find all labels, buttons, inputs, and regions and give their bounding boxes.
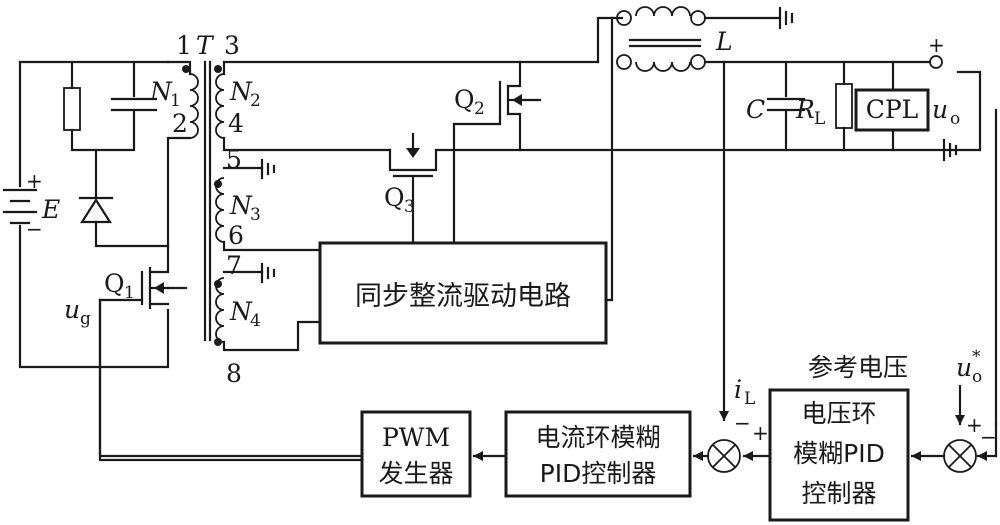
label-n1-sub: 1	[170, 91, 181, 111]
label-pin7: 7	[226, 251, 242, 280]
label-rl: R	[795, 95, 815, 124]
label-uo-ref: u	[956, 353, 972, 382]
label-n2-sub: 2	[250, 91, 261, 111]
label-pin2: 2	[172, 109, 188, 138]
label-n4-sub: 4	[250, 311, 261, 331]
output-terminals	[929, 55, 982, 162]
primary-circuit	[2, 60, 170, 369]
current-ctrl-line1: 电流环模糊	[535, 423, 660, 452]
output-capacitor	[766, 60, 806, 152]
inductor-l	[596, 6, 932, 72]
dot-pin8	[214, 338, 222, 346]
label-rl-sub: L	[814, 109, 825, 129]
dot-n1	[182, 65, 190, 73]
label-ug: u	[64, 295, 80, 324]
mosfet-q3	[388, 132, 982, 244]
label-sum2-minus: −	[980, 425, 997, 449]
label-pin4: 4	[228, 109, 244, 138]
voltage-ctrl-line1: 电压环	[801, 399, 876, 428]
label-n3-sub: 3	[250, 205, 261, 225]
cpl-load	[854, 60, 930, 152]
pwm-line1: PWM	[382, 423, 450, 452]
sync-driver-label: 同步整流驱动电路	[355, 281, 571, 312]
current-controller-block: 电流环模糊 PID控制器	[504, 410, 692, 498]
sync-to-inductor-wire	[604, 16, 614, 302]
voltage-ctrl-line3: 控制器	[801, 479, 876, 508]
dot-n2	[214, 65, 222, 73]
sum-junction-current	[707, 439, 741, 473]
label-pin8: 8	[226, 359, 242, 388]
label-source-plus: +	[26, 169, 43, 193]
label-q1: Q	[104, 269, 125, 298]
label-out-plus: +	[928, 33, 945, 57]
label-capacitor: C	[746, 95, 765, 124]
label-q1-sub: 1	[124, 283, 135, 303]
voltage-ctrl-line2: 模糊PID	[793, 439, 885, 468]
pwm-generator-block: PWM 发生器	[360, 410, 472, 498]
label-uo-sub: o	[950, 109, 960, 129]
dc-source	[2, 188, 38, 225]
sync-driver-block: 同步整流驱动电路	[318, 241, 608, 345]
label-sum1-minus: −	[734, 411, 751, 435]
label-sum1-plus: +	[752, 421, 769, 445]
label-n4: N	[229, 297, 253, 326]
label-ug-sub: g	[80, 309, 91, 329]
label-pin3: 3	[224, 31, 240, 60]
load-resistor	[835, 60, 853, 152]
label-transformer: T	[196, 31, 215, 60]
label-q3: Q	[384, 183, 405, 212]
dot-n4	[214, 280, 222, 288]
label-il: i	[734, 375, 742, 404]
label-cpl: CPL	[866, 95, 919, 124]
label-source-minus: −	[26, 217, 43, 241]
label-il-sub: L	[744, 389, 755, 409]
label-uo-ref-sup: *	[972, 347, 981, 367]
transformer	[166, 60, 600, 352]
label-q2-sub: 2	[474, 99, 485, 119]
voltage-controller-block: 电压环 模糊PID 控制器	[768, 388, 910, 522]
label-pin1: 1	[176, 31, 192, 60]
label-uo: u	[932, 95, 948, 124]
pwm-line2: 发生器	[378, 459, 453, 488]
mosfet-q2	[452, 60, 542, 244]
label-n1: N	[149, 77, 173, 106]
label-q2: Q	[454, 85, 475, 114]
snubber-resistor	[63, 87, 81, 131]
label-sum2-plus: +	[966, 413, 983, 437]
dot-n3	[214, 180, 222, 188]
label-uo-ref-sub: o	[972, 367, 982, 387]
sum-junction-voltage	[943, 439, 977, 473]
label-q3-sub: 3	[404, 197, 415, 217]
current-ctrl-line2: PID控制器	[540, 459, 657, 488]
label-source-e: E	[41, 195, 60, 224]
label-pin6: 6	[228, 221, 244, 250]
label-ref-voltage: 参考电压	[808, 353, 908, 382]
label-inductor: L	[715, 27, 733, 56]
label-pin5: 5	[226, 145, 242, 174]
label-n2: N	[229, 77, 253, 106]
label-n3: N	[229, 191, 253, 220]
